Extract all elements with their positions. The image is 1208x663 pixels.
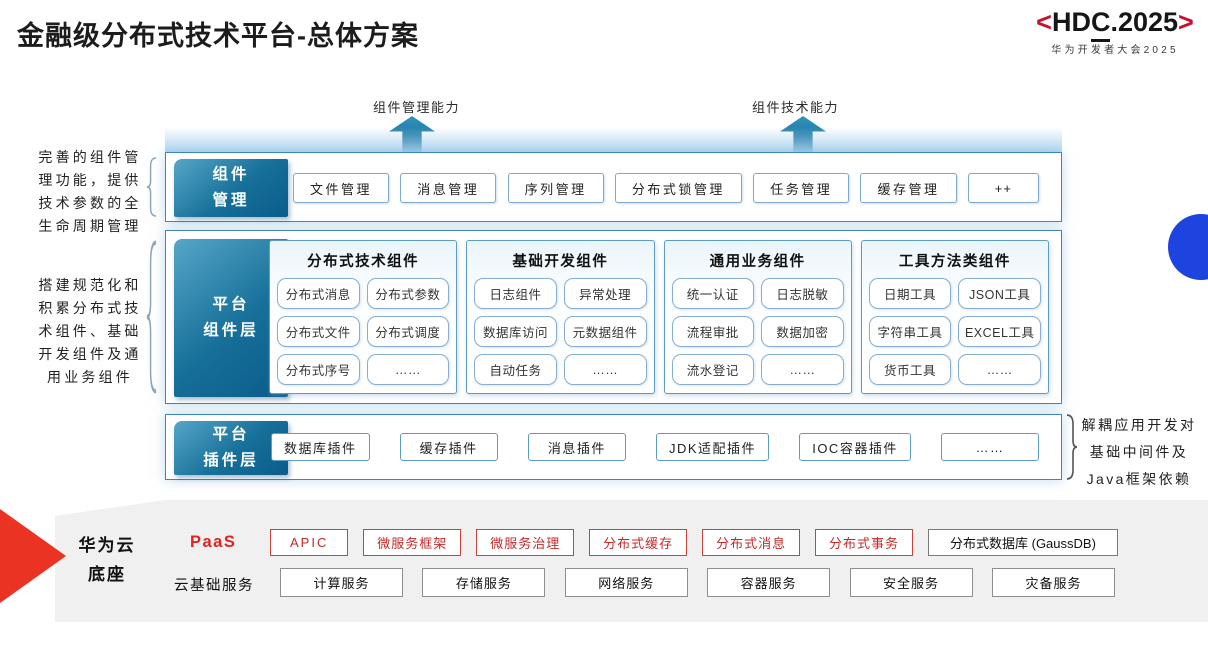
group-title: 通用业务组件 bbox=[709, 254, 806, 270]
capability-label-tech: 组件技术能力 bbox=[752, 100, 840, 115]
group-title: 工具方法类组件 bbox=[898, 254, 1011, 270]
chip: 统一认证 bbox=[671, 278, 755, 309]
capability-label-mgmt: 组件管理能力 bbox=[373, 100, 461, 115]
chip: JDK适配插件 bbox=[655, 433, 770, 461]
decorative-circle bbox=[1168, 214, 1208, 280]
paas-chip: APIC bbox=[270, 529, 349, 556]
chip: IOC容器插件 bbox=[799, 433, 911, 461]
row-component-mgmt: 组件 管理 文件管理 消息管理 序列管理 分布式锁管理 任务管理 缓存管理 ++ bbox=[165, 152, 1062, 222]
chip: 日志组件 bbox=[474, 278, 557, 309]
note-right: 解耦应用开发对基础中间件及Java框架依赖 bbox=[1081, 417, 1197, 487]
paas-chip: 微服务框架 bbox=[363, 529, 462, 556]
chip: 分布式调度 bbox=[366, 316, 450, 347]
service-chip: 计算服务 bbox=[280, 568, 403, 597]
paas-chip: 分布式消息 bbox=[702, 529, 801, 556]
logo-text-hd: HD bbox=[1051, 7, 1091, 37]
chip: 消息插件 bbox=[527, 433, 626, 461]
note-left-bottom: 搭建规范化和积累分布式技术组件、基础开发组件及通用业务组件 bbox=[38, 277, 142, 385]
chip: 异常处理 bbox=[563, 278, 647, 309]
paas-chip: 微服务治理 bbox=[476, 529, 575, 556]
chip: 日期工具 bbox=[868, 278, 952, 309]
page-title: 金融级分布式技术平台-总体方案 bbox=[17, 21, 419, 51]
chip: 分布式消息 bbox=[277, 278, 360, 309]
chip: 分布式锁管理 bbox=[614, 173, 742, 203]
chip: 任务管理 bbox=[753, 173, 850, 203]
logo-text-c-underlined: C bbox=[1090, 6, 1111, 42]
logo-text-year: .2025 bbox=[1110, 7, 1179, 37]
chip: 缓存管理 bbox=[860, 173, 957, 203]
chip: …… bbox=[761, 354, 844, 385]
chip: 数据库插件 bbox=[271, 433, 370, 461]
row-platform-plugins: 平台 插件层 数据库插件 缓存插件 消息插件 JDK适配插件 IOC容器插件 …… bbox=[165, 414, 1062, 480]
group-title: 基础开发组件 bbox=[512, 254, 609, 270]
chip: 流水登记 bbox=[671, 354, 755, 385]
chip: 序列管理 bbox=[507, 173, 604, 203]
chip: ++ bbox=[967, 173, 1039, 203]
chip: 分布式参数 bbox=[366, 278, 450, 309]
chip: JSON工具 bbox=[958, 278, 1041, 309]
chip: 消息管理 bbox=[400, 173, 497, 203]
service-chip: 安全服务 bbox=[849, 568, 973, 597]
chip: 数据加密 bbox=[761, 316, 844, 347]
paas-chip: 分布式缓存 bbox=[589, 529, 688, 556]
paas-chips: APIC 微服务框架 微服务治理 分布式缓存 分布式消息 分布式事务 分布式数据… bbox=[270, 529, 1118, 556]
chip: …… bbox=[366, 354, 450, 385]
service-chip: 灾备服务 bbox=[991, 568, 1115, 597]
group-title: 分布式技术组件 bbox=[307, 254, 420, 270]
cloud-service-chips: 计算服务 存储服务 网络服务 容器服务 安全服务 灾备服务 bbox=[280, 568, 1115, 597]
chip: 文件管理 bbox=[293, 173, 390, 203]
component-group: 分布式技术组件 分布式消息 分布式参数 分布式文件 分布式调度 分布式序号 …… bbox=[269, 240, 458, 394]
chip: …… bbox=[940, 433, 1039, 461]
note-left-top: 完善的组件管理功能，提供技术参数的全生命周期管理 bbox=[38, 149, 142, 234]
left-brace-icon bbox=[146, 157, 157, 217]
component-group: 工具方法类组件 日期工具 JSON工具 字符串工具 EXCEL工具 货币工具 …… bbox=[860, 240, 1049, 394]
component-group: 通用业务组件 统一认证 日志脱敏 流程审批 数据加密 流水登记 …… bbox=[663, 240, 852, 394]
logo-subtitle: 华为开发者大会2025 bbox=[1051, 45, 1179, 56]
right-brace-icon bbox=[1066, 414, 1078, 480]
plugin-chips: 数据库插件 缓存插件 消息插件 JDK适配插件 IOC容器插件 …… bbox=[271, 432, 1039, 462]
chip: 流程审批 bbox=[671, 316, 755, 347]
paas-chip: 分布式事务 bbox=[815, 529, 914, 556]
chip: …… bbox=[958, 354, 1041, 385]
row-platform-components: 平台 组件层 分布式技术组件 分布式消息 分布式参数 分布式文件 分布式调度 分… bbox=[165, 230, 1062, 404]
chip: 字符串工具 bbox=[868, 316, 952, 347]
chip: …… bbox=[563, 354, 647, 385]
glow-band bbox=[165, 127, 1062, 153]
component-groups: 分布式技术组件 分布式消息 分布式参数 分布式文件 分布式调度 分布式序号 ……… bbox=[269, 240, 1049, 394]
left-brace-icon bbox=[146, 240, 157, 394]
chip: 分布式文件 bbox=[277, 316, 360, 347]
service-chip: 容器服务 bbox=[707, 568, 831, 597]
hdc-logo: <HDC.2025> 华为开发者大会2025 bbox=[1022, 6, 1208, 56]
chip: 缓存插件 bbox=[399, 433, 498, 461]
huawei-cloud-base-section bbox=[55, 500, 1208, 622]
paas-label: PaaS bbox=[190, 533, 237, 551]
foundation-label: 华为云 底座 bbox=[78, 536, 136, 584]
service-chip: 存储服务 bbox=[422, 568, 546, 597]
component-mgmt-chips: 文件管理 消息管理 序列管理 分布式锁管理 任务管理 缓存管理 ++ bbox=[293, 173, 1039, 203]
service-chip: 网络服务 bbox=[564, 568, 688, 597]
chip: EXCEL工具 bbox=[958, 316, 1041, 347]
chip: 数据库访问 bbox=[474, 316, 557, 347]
cloud-services-label: 云基础服务 bbox=[174, 578, 254, 594]
logo-bracket-right: > bbox=[1178, 7, 1194, 37]
chip: 货币工具 bbox=[868, 354, 952, 385]
chip: 分布式序号 bbox=[277, 354, 360, 385]
chip: 日志脱敏 bbox=[761, 278, 844, 309]
hdc-logo-wordmark: <HDC.2025> bbox=[1022, 6, 1208, 42]
chip: 元数据组件 bbox=[563, 316, 647, 347]
chip: 自动任务 bbox=[474, 354, 557, 385]
logo-bracket-left: < bbox=[1036, 7, 1052, 37]
row-label-platform-plugins: 平台 插件层 bbox=[174, 421, 288, 475]
component-group: 基础开发组件 日志组件 异常处理 数据库访问 元数据组件 自动任务 …… bbox=[466, 240, 655, 394]
gaussdb-chip: 分布式数据库 (GaussDB) bbox=[927, 529, 1118, 556]
row-label-component-mgmt: 组件 管理 bbox=[174, 159, 288, 217]
